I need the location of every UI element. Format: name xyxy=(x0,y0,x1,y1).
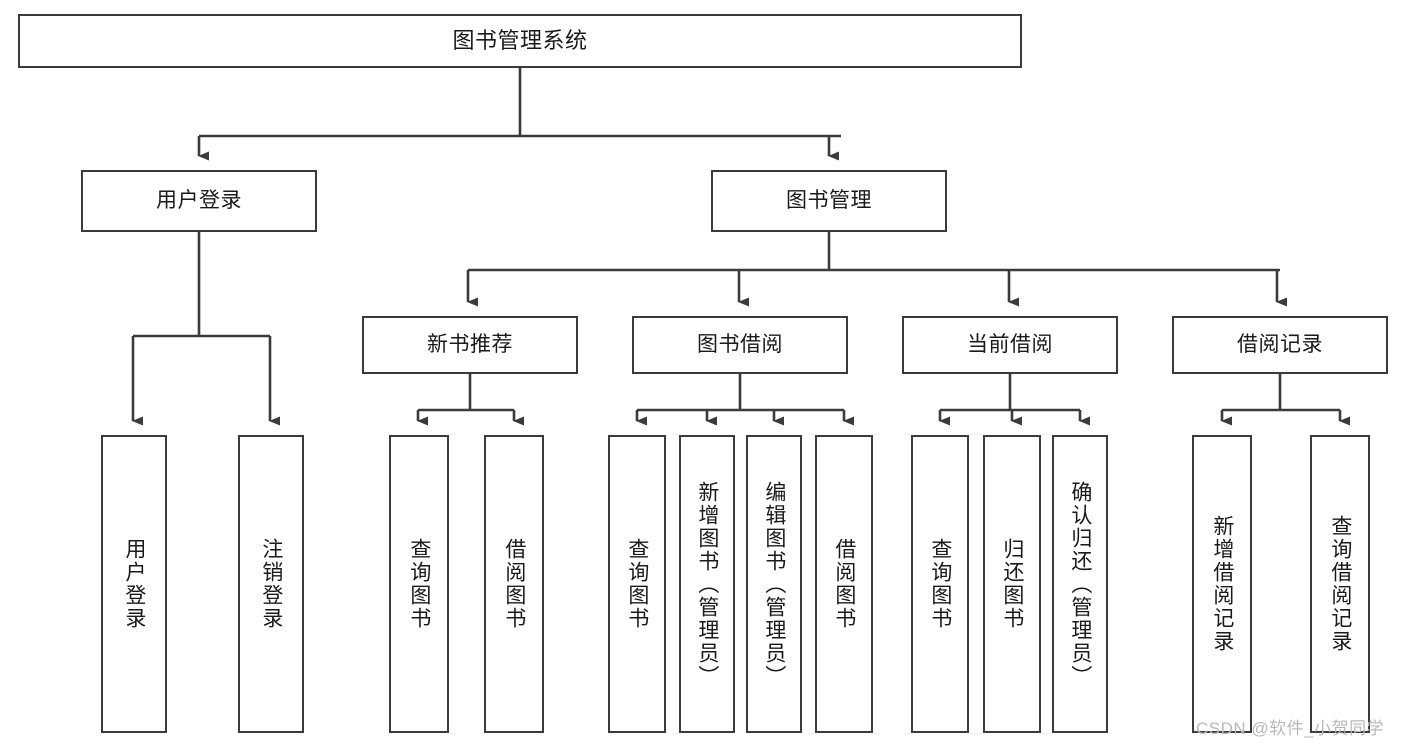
edge-bookmanage-to-level3 xyxy=(466,232,1287,307)
node-new-book-rec-label: 新书推荐 xyxy=(427,332,513,356)
node-leaf-user-login[interactable]: 用户登录 xyxy=(101,435,167,733)
node-leaf-query-book-1[interactable]: 查询图书 xyxy=(389,435,449,733)
node-leaf-return-book-label: 归还图书 xyxy=(1000,538,1024,630)
edge-currentborrow-to-leaves xyxy=(938,374,1090,426)
node-borrow-record-label: 借阅记录 xyxy=(1237,332,1323,356)
edge-userlogin-to-leaves xyxy=(131,232,280,426)
node-leaf-confirm-return-label: 确认归还（管理员） xyxy=(1068,480,1092,688)
node-leaf-query-book-3-label: 查询图书 xyxy=(928,538,952,630)
watermark-text: CSDN @软件_小贺同学 xyxy=(1196,719,1385,738)
node-leaf-confirm-return[interactable]: 确认归还（管理员） xyxy=(1052,435,1108,733)
node-current-borrow[interactable]: 当前借阅 xyxy=(902,316,1118,374)
node-leaf-add-record-label: 新增借阅记录 xyxy=(1210,515,1234,653)
node-root-label: 图书管理系统 xyxy=(452,27,588,53)
node-leaf-edit-book[interactable]: 编辑图书（管理员） xyxy=(746,435,802,733)
node-leaf-query-book-1-label: 查询图书 xyxy=(407,538,431,630)
node-leaf-query-book-2-label: 查询图书 xyxy=(625,538,649,630)
node-leaf-user-login-label: 用户登录 xyxy=(122,538,146,630)
node-book-manage[interactable]: 图书管理 xyxy=(711,170,947,232)
node-book-borrow[interactable]: 图书借阅 xyxy=(632,316,848,374)
node-borrow-record[interactable]: 借阅记录 xyxy=(1172,316,1388,374)
edge-root-to-level2 xyxy=(197,68,841,161)
node-leaf-edit-book-label: 编辑图书（管理员） xyxy=(762,480,786,688)
node-new-book-rec[interactable]: 新书推荐 xyxy=(362,316,578,374)
node-user-login[interactable]: 用户登录 xyxy=(81,170,317,232)
node-user-login-label: 用户登录 xyxy=(156,188,242,212)
node-leaf-query-book-2[interactable]: 查询图书 xyxy=(608,435,666,733)
node-leaf-borrow-book-1-label: 借阅图书 xyxy=(502,538,526,630)
node-current-borrow-label: 当前借阅 xyxy=(967,332,1053,356)
node-book-borrow-label: 图书借阅 xyxy=(697,332,783,356)
node-leaf-add-book-label: 新增图书（管理员） xyxy=(695,480,719,688)
node-leaf-logout-label: 注销登录 xyxy=(259,538,283,630)
node-root[interactable]: 图书管理系统 xyxy=(18,14,1022,68)
node-leaf-borrow-book-2-label: 借阅图书 xyxy=(832,538,856,630)
node-leaf-query-record[interactable]: 查询借阅记录 xyxy=(1310,435,1370,733)
node-leaf-return-book[interactable]: 归还图书 xyxy=(983,435,1041,733)
node-leaf-add-record[interactable]: 新增借阅记录 xyxy=(1192,435,1252,733)
node-leaf-borrow-book-2[interactable]: 借阅图书 xyxy=(815,435,873,733)
node-book-manage-label: 图书管理 xyxy=(786,188,872,212)
node-leaf-add-book[interactable]: 新增图书（管理员） xyxy=(679,435,735,733)
node-leaf-borrow-book-1[interactable]: 借阅图书 xyxy=(484,435,544,733)
edge-newbook-to-leaves xyxy=(416,374,524,426)
edge-bookborrow-to-leaves xyxy=(635,374,854,426)
node-leaf-query-record-label: 查询借阅记录 xyxy=(1328,515,1352,653)
node-leaf-logout[interactable]: 注销登录 xyxy=(238,435,304,733)
node-leaf-query-book-3[interactable]: 查询图书 xyxy=(911,435,969,733)
edge-borrowrecord-to-leaves xyxy=(1220,374,1350,426)
